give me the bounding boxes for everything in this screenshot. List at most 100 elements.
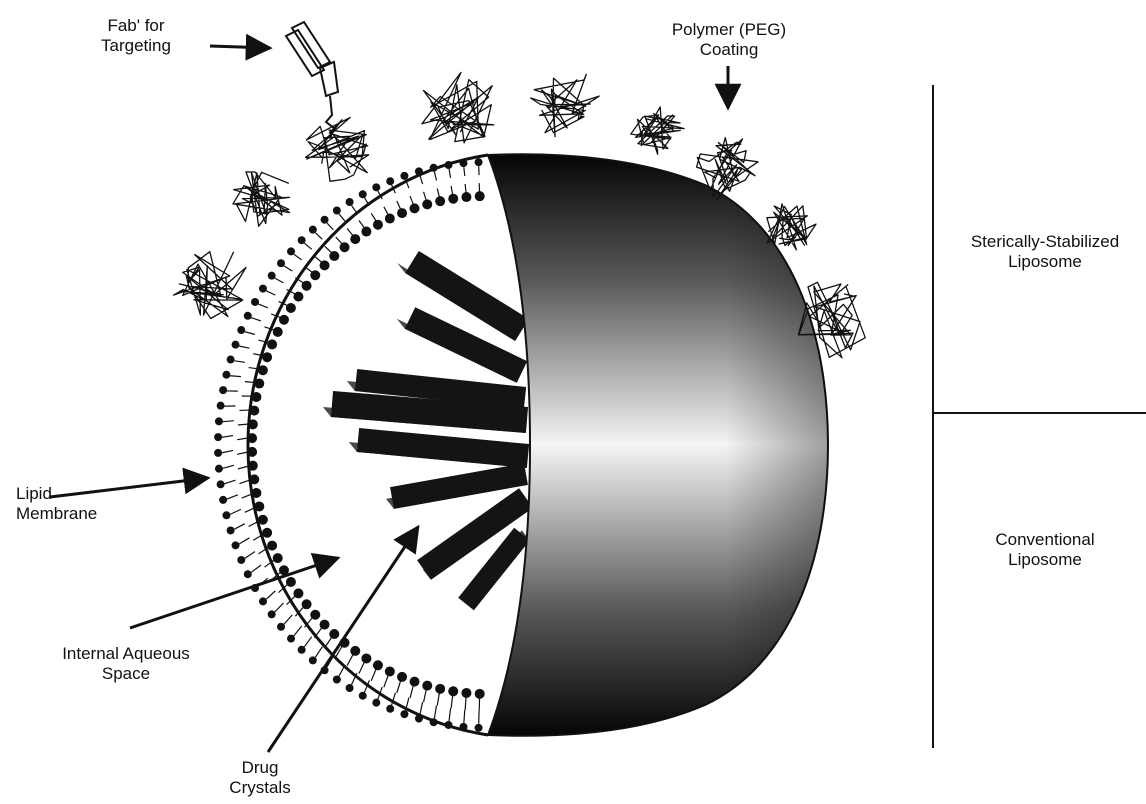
peg-polymer-coil <box>767 204 816 250</box>
lipid-tail <box>359 221 364 229</box>
lipid-head-inner <box>247 433 257 443</box>
conventional-liposome-label: Conventional Liposome <box>960 530 1130 570</box>
lipid-tail <box>227 495 238 499</box>
lipid-tail <box>451 186 453 195</box>
lipid-head-inner <box>475 191 485 201</box>
lipid-tail <box>449 169 451 178</box>
lipid-head-inner <box>340 242 350 252</box>
fab-antibody-icon <box>286 22 338 138</box>
peg-polymer-coil <box>174 252 247 319</box>
lipid-head-outer <box>219 496 227 504</box>
lipid-tail <box>305 267 313 273</box>
lipid-head-inner <box>350 234 360 244</box>
lipid-tail <box>424 192 427 201</box>
lipid-head-inner <box>247 447 257 457</box>
lipid-head-inner <box>258 365 268 375</box>
aqueous-label-line-1: Internal Aqueous <box>46 644 206 664</box>
lipid-head-inner <box>461 192 471 202</box>
lipid-head-outer <box>415 715 423 723</box>
lipid-tail <box>284 266 292 271</box>
lipid-tail <box>437 693 439 706</box>
lipid-head-inner <box>249 406 259 416</box>
lipid-head-outer <box>400 710 408 718</box>
lipid-head-inner <box>267 541 277 551</box>
lipid-head-outer <box>232 541 240 549</box>
lipid-tail <box>347 228 353 235</box>
lipid-head-inner <box>302 281 312 291</box>
lipid-head-inner <box>273 327 283 337</box>
lipid-head-outer <box>459 159 467 167</box>
lipid-head-outer <box>475 724 483 732</box>
lipid-tail <box>451 695 453 708</box>
lipid-tail <box>294 626 302 636</box>
drug-label-line-1: Drug <box>214 758 306 778</box>
lipid-tail <box>223 465 234 468</box>
lipid-head-inner <box>410 677 420 687</box>
lipid-head-outer <box>372 699 380 707</box>
lipid-head-outer <box>444 721 452 729</box>
lipid-head-outer <box>217 480 225 488</box>
lipid-head-outer <box>244 570 252 578</box>
lipid-tail <box>347 654 353 665</box>
lipid-head-outer <box>259 285 267 293</box>
lipid-tail <box>266 591 275 599</box>
lipid-head-inner <box>422 681 432 691</box>
lipid-head-inner <box>293 292 303 302</box>
lipid-tail <box>237 438 248 440</box>
lipid-head-inner <box>310 610 320 620</box>
lipid-tail <box>339 665 345 676</box>
lipid-tail <box>327 223 333 230</box>
lipid-tail <box>315 647 322 658</box>
lipid-head-outer <box>268 272 276 280</box>
lipid-head-outer <box>217 402 225 410</box>
lipid-head-inner <box>435 196 445 206</box>
lipid-head-inner <box>286 303 296 313</box>
lipid-tail <box>304 243 311 249</box>
lipid-tail <box>410 196 413 205</box>
lipid-head-outer <box>415 167 423 175</box>
lipid-tail <box>464 167 465 176</box>
polymer-label-line-1: Polymer (PEG) <box>654 20 804 40</box>
lipid-head-inner <box>385 214 395 224</box>
lipid-head-inner <box>320 620 330 630</box>
lipid-tail <box>275 603 284 612</box>
lipid-head-inner <box>248 419 258 429</box>
lipid-tail <box>449 708 451 721</box>
lipid-head-inner <box>361 227 371 237</box>
lipid-head-outer <box>400 172 408 180</box>
lipid-tail <box>420 702 423 715</box>
polymer-coating-label: Polymer (PEG) Coating <box>654 20 804 60</box>
lipid-head-inner <box>254 379 264 389</box>
lipid-head-outer <box>287 635 295 643</box>
lipid-head-outer <box>333 206 341 214</box>
lipid-head-outer <box>214 433 222 441</box>
lipid-tail <box>275 278 284 283</box>
lipid-head-outer <box>215 417 223 425</box>
lipid-head-outer <box>227 526 235 534</box>
lipid-head-inner <box>273 553 283 563</box>
lipid-tail <box>237 452 248 454</box>
lipid-tail <box>223 421 234 422</box>
lipid-head-inner <box>475 689 485 699</box>
lipid-tail <box>420 175 423 184</box>
lipid-head-outer <box>321 216 329 224</box>
lipid-head-inner <box>249 474 259 484</box>
lipid-tail <box>397 201 401 209</box>
fab-label-line-1: Fab' for <box>74 16 198 36</box>
lipid-tail <box>464 710 465 723</box>
lipid-tail <box>314 628 321 638</box>
lipid-head-outer <box>346 684 354 692</box>
lipid-label-line-2: Membrane <box>16 504 136 524</box>
lipid-head-outer <box>237 326 245 334</box>
lipid-tail <box>465 697 466 710</box>
lipid-head-outer <box>475 158 483 166</box>
lipid-head-inner <box>254 501 264 511</box>
fab-targeting-label: Fab' for Targeting <box>74 16 198 56</box>
lipid-head-inner <box>397 672 407 682</box>
peg-polymer-coil <box>422 72 494 142</box>
sterically-stabilized-liposome-label: Sterically-Stabilized Liposome <box>948 232 1142 272</box>
divider-lines <box>933 85 1146 748</box>
lipid-head-inner <box>373 660 383 670</box>
lipid-tail <box>251 318 261 321</box>
lipid-head-inner <box>251 392 261 402</box>
